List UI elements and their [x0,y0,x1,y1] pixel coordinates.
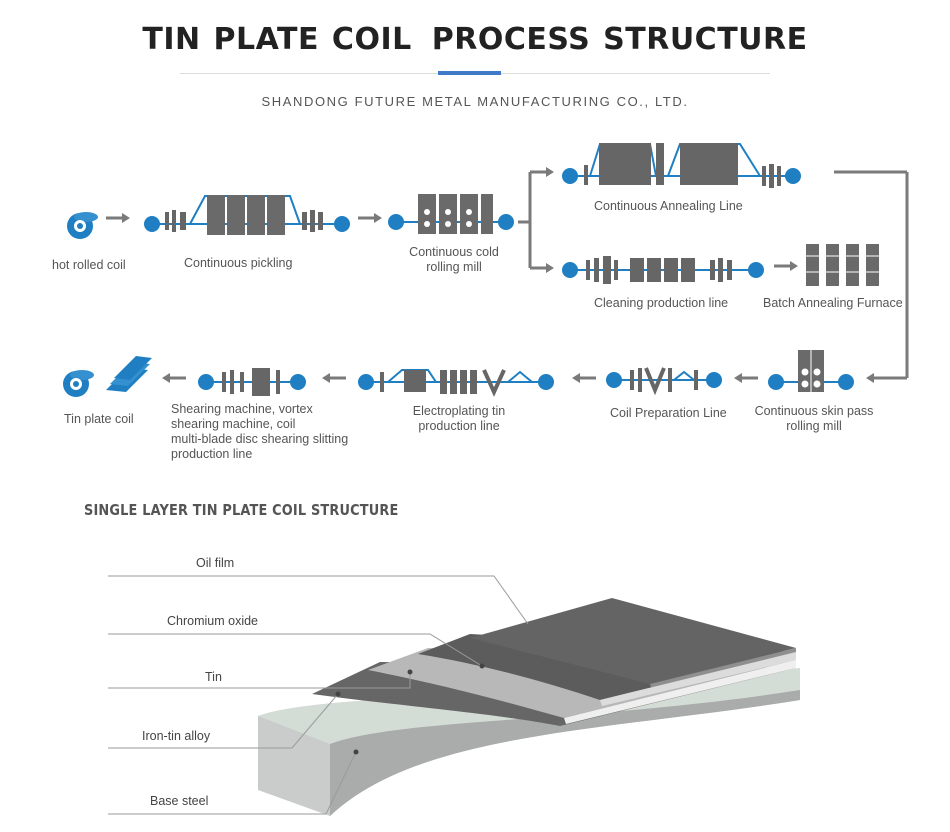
title-right: PROCESS STRUCTURE [431,22,808,57]
label-continuous-pickling: Continuous pickling [184,256,293,270]
annealing-line-icon [562,143,801,188]
layer-label-chromium-oxide: Chromium oxide [167,614,259,628]
label-line: production line [418,419,500,433]
skin-pass-mill-icon [768,350,854,392]
company-subtitle: SHANDONG FUTURE METAL MANUFACTURING CO.,… [261,94,689,109]
label-line: Electroplating tin [412,404,506,418]
label-shearing-line: Shearing machine, vortex shearing machin… [171,402,348,462]
leader-dots [335,663,485,755]
branch-connector [518,167,554,273]
label-line: multi-blade disc shearing slitting [171,432,349,446]
layer-label-oil-film: Oil film [196,556,235,570]
flow-arrow [732,371,760,385]
layer-label-base-steel: Base steel [150,794,209,808]
label-line: shearing machine, coil [171,417,296,431]
flow-arrow [772,259,800,273]
label-annealing-line: Continuous Annealing Line [594,199,743,213]
cold-rolling-mill-icon [388,194,514,234]
page-title: TIN PLATE COIL PROCESS STRUCTURE [0,22,950,57]
tin-plate-coil-icon [63,370,94,397]
label-skin-pass-mill: Continuous skin pass rolling mill [752,404,876,434]
batch-annealing-furnace-icon [806,244,879,286]
label-line: rolling mill [786,419,842,433]
label-cleaning-line: Cleaning production line [594,296,729,310]
flow-arrow [356,211,384,225]
label-line: Continuous skin pass [754,404,874,418]
title-accent-bar [438,71,501,75]
label-line: rolling mill [426,260,482,274]
leader-lines [108,575,529,815]
hot-rolled-coil-icon [67,212,98,239]
flow-arrow [320,371,348,385]
label-tin-plate-coil: Tin plate coil [64,412,134,426]
structure-title: SINGLE LAYER TIN PLATE COIL STRUCTURE [84,501,399,519]
label-batch-annealing: Batch Annealing Furnace [763,296,903,310]
label-electroplating-line: Electroplating tin production line [404,404,514,434]
label-hot-rolled-coil: hot rolled coil [52,258,126,272]
tin-plate-sheets-icon [106,356,152,392]
title-left: TIN PLATE COIL [142,22,412,57]
pickling-line-icon [144,195,350,235]
structure-diagram [258,598,800,816]
label-line: Continuous cold [409,245,499,259]
label-line: Shearing machine, vortex [171,402,313,416]
layer-label-tin: Tin [205,670,222,684]
electroplating-line-icon [358,369,554,397]
layer-label-iron-tin-alloy: Iron-tin alloy [142,729,211,743]
flow-arrow [570,371,598,385]
return-connector [834,170,909,383]
label-line: production line [171,447,253,461]
flow-arrow [104,211,132,225]
coil-prep-line-icon [606,367,722,396]
cleaning-line-icon [562,256,764,284]
label-coil-prep-line: Coil Preparation Line [610,406,727,420]
label-cold-rolling-mill: Continuous cold rolling mill [404,245,504,275]
shearing-line-icon [198,368,306,396]
flow-arrow [160,371,188,385]
